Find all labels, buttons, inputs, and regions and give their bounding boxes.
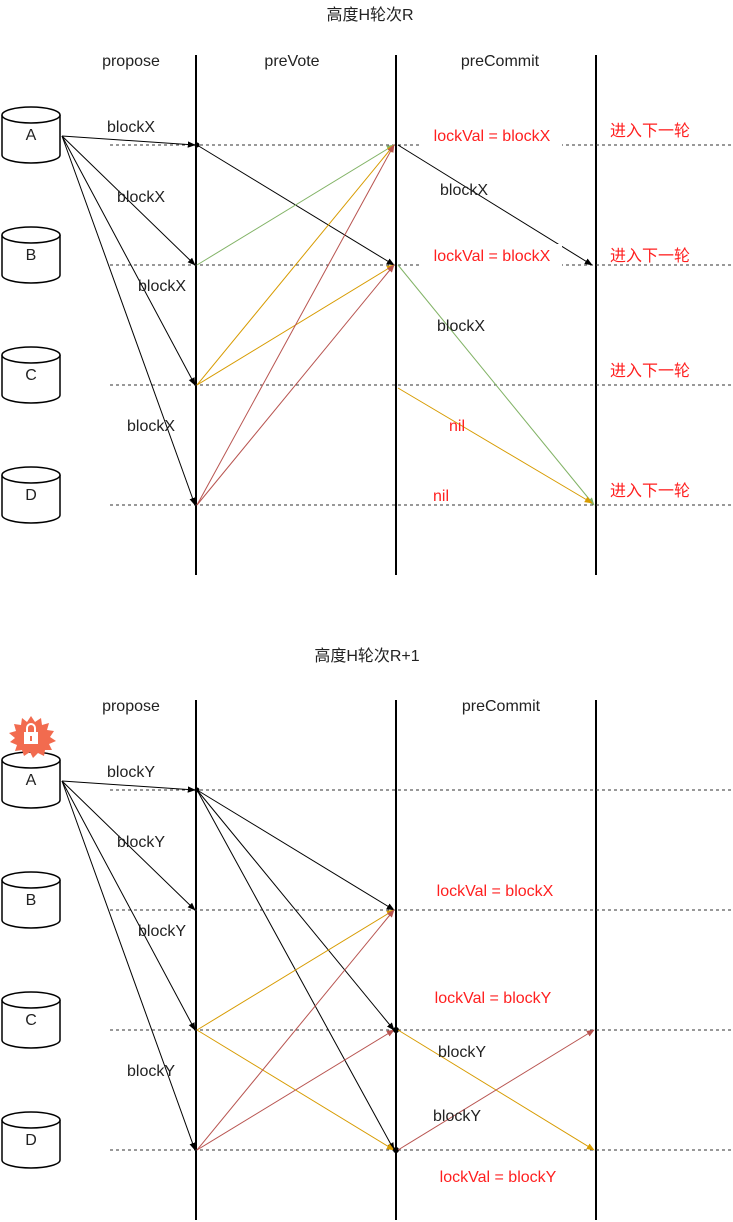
round-r-node-a-label: A xyxy=(26,127,37,144)
round-r1-column-propose: propose xyxy=(102,698,160,715)
round-r1-lock-label-b: lockVal = blockX xyxy=(437,883,554,900)
round-r-diagram: 高度H轮次R propose preVote preCommit A B C xyxy=(1,6,733,575)
round-r1-prevote-dot-c xyxy=(393,1027,399,1033)
round-r1-lock-label-c: lockVal = blockY xyxy=(435,990,552,1007)
round-r-column-prevote: preVote xyxy=(264,53,319,70)
round-r1-precommit-arrow-d xyxy=(397,1029,595,1151)
round-r1-propose-label-2: blockY xyxy=(117,834,165,851)
round-r-next-round-a: 进入下一轮 xyxy=(610,122,690,140)
round-r1-lock-label-d: lockVal = blockY xyxy=(440,1169,557,1186)
round-r1-propose-arrow-d xyxy=(61,780,196,1151)
round-r-node-c: C xyxy=(1,346,61,404)
round-r-prevote-arrow-b xyxy=(196,144,395,266)
round-r-prevote-arrow-d2 xyxy=(196,264,395,506)
round-r1-prevote-arrow-a1 xyxy=(196,789,395,911)
round-r1-prevote-arrow-d2 xyxy=(196,1029,395,1151)
round-r1-node-d-label: D xyxy=(25,1132,37,1149)
round-r-node-a: A xyxy=(1,106,61,164)
round-r1-propose-label-1: blockY xyxy=(107,764,155,781)
round-r1-diagram: 高度H轮次R+1 propose preCommit A B xyxy=(1,647,733,1220)
round-r1-prevote-dot-d xyxy=(393,1147,399,1153)
round-r1-propose-label-3: blockY xyxy=(138,923,186,940)
round-r1-node-a-label: A xyxy=(26,772,37,789)
round-r1-node-c-label: C xyxy=(25,1012,37,1029)
round-r-lock-label-b: lockVal = blockX xyxy=(434,248,551,265)
round-r-propose-label-2: blockX xyxy=(117,189,165,206)
round-r-propose-label-4: blockX xyxy=(127,418,175,435)
round-r-lock-label-a: lockVal = blockX xyxy=(434,128,551,145)
round-r-next-round-c: 进入下一轮 xyxy=(610,362,690,380)
round-r1-propose-arrow-a xyxy=(61,780,196,793)
round-r1-node-c: C xyxy=(1,991,61,1049)
round-r-column-precommit: preCommit xyxy=(461,53,540,70)
round-r1-node-b: B xyxy=(1,871,61,929)
round-r-propose-arrow-a xyxy=(61,135,196,148)
round-r1-prevote-arrow-a2 xyxy=(196,789,395,1031)
round-r-next-round-d: 进入下一轮 xyxy=(610,482,690,500)
round-r-next-round-b: 进入下一轮 xyxy=(610,247,690,265)
round-r-node-d-label: D xyxy=(25,487,37,504)
flaming-lock-icon xyxy=(9,716,56,758)
round-r1-column-precommit: preCommit xyxy=(462,698,541,715)
round-r-propose-label-1: blockX xyxy=(107,119,155,136)
round-r-propose-arrow-c xyxy=(61,135,196,386)
round-r1-precommit-msg-1: blockY xyxy=(438,1044,486,1061)
round-r-prevote-arrow-d1 xyxy=(196,144,395,506)
round-r-precommit-msg-1: blockX xyxy=(440,182,488,199)
round-r1-propose-arrow-c xyxy=(61,780,196,1031)
round-r1-node-d: D xyxy=(1,1111,61,1169)
round-r1-node-a: A xyxy=(1,751,61,809)
round-r-propose-label-3: blockX xyxy=(138,278,186,295)
round-r-precommit-msg-3: nil xyxy=(449,418,465,435)
round-r-prevote-arrow-c1 xyxy=(196,144,395,386)
round-r-propose-arrow-d xyxy=(61,135,196,506)
round-r-title: 高度H轮次R xyxy=(326,6,413,24)
round-r-column-propose: propose xyxy=(102,53,160,70)
round-r1-prevote-arrow-c1 xyxy=(196,909,395,1031)
round-r-precommit-msg-2: blockX xyxy=(437,318,485,335)
round-r-node-b-label: B xyxy=(26,247,37,264)
round-r1-precommit-msg-2: blockY xyxy=(433,1108,481,1125)
round-r1-propose-label-4: blockY xyxy=(127,1063,175,1080)
round-r1-propose-arrow-b xyxy=(61,780,196,911)
round-r-precommit-arrow-b xyxy=(397,264,595,506)
round-r-precommit-msg-4: nil xyxy=(433,488,449,505)
round-r-node-c-label: C xyxy=(25,367,37,384)
round-r-precommit-arrow-c xyxy=(397,387,593,504)
round-r-propose-arrow-b xyxy=(61,135,196,266)
round-r-node-b: B xyxy=(1,226,61,284)
round-r1-node-b-label: B xyxy=(26,892,37,909)
round-r-node-d: D xyxy=(1,466,61,524)
round-r1-title: 高度H轮次R+1 xyxy=(314,647,419,665)
round-r1-prevote-arrow-d1 xyxy=(196,909,395,1151)
